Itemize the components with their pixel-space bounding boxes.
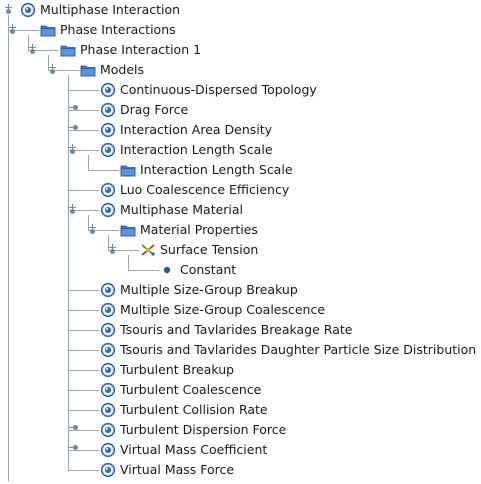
folder-icon bbox=[120, 162, 136, 178]
expand-toggle-icon[interactable] bbox=[109, 244, 116, 254]
tree-node-label: Continuous-Dispersed Topology bbox=[120, 82, 317, 97]
tree-node-label: Turbulent Coalescence bbox=[120, 382, 262, 397]
node-icon bbox=[100, 342, 116, 358]
dot-icon bbox=[160, 262, 176, 278]
tree-node-label: Phase Interaction 1 bbox=[80, 42, 202, 57]
tree-node-label: Virtual Mass Coefficient bbox=[120, 442, 268, 457]
expand-toggle-icon[interactable] bbox=[89, 224, 96, 234]
tree-node-label: Multiphase Material bbox=[120, 202, 244, 217]
folder-icon bbox=[40, 22, 56, 38]
node-icon bbox=[100, 402, 116, 418]
tree-connector bbox=[108, 235, 109, 251]
node-icon bbox=[100, 282, 116, 298]
tree-node-label: Interaction Length Scale bbox=[140, 162, 293, 177]
expand-toggle-icon[interactable] bbox=[9, 24, 16, 34]
tree-connector bbox=[68, 210, 99, 211]
node-icon bbox=[100, 442, 116, 458]
folder-icon bbox=[60, 42, 76, 58]
tree-connector bbox=[68, 310, 99, 311]
node-icon bbox=[100, 302, 116, 318]
tree-connector bbox=[48, 55, 49, 71]
collapsed-toggle-icon[interactable] bbox=[69, 104, 78, 111]
tree-connector bbox=[28, 35, 29, 51]
node-icon bbox=[100, 382, 116, 398]
folder-icon bbox=[120, 222, 136, 238]
tree-node-label: Multiple Size-Group Breakup bbox=[120, 282, 298, 297]
tree-node-label: Luo Coalescence Efficiency bbox=[120, 182, 290, 197]
tree-connector bbox=[88, 230, 119, 231]
tree-connector bbox=[68, 350, 99, 351]
tree-node-label: Turbulent Breakup bbox=[120, 362, 235, 377]
collapsed-toggle-icon[interactable] bbox=[69, 424, 78, 431]
expand-toggle-icon[interactable] bbox=[69, 144, 76, 154]
tree-node-label: Multiphase Interaction bbox=[40, 2, 181, 17]
tree-connector bbox=[128, 255, 129, 271]
tree-node-label: Material Properties bbox=[140, 222, 258, 237]
node-icon bbox=[100, 182, 116, 198]
expand-toggle-icon[interactable] bbox=[29, 44, 36, 54]
tree-connector bbox=[68, 190, 99, 191]
tree-connector bbox=[68, 450, 99, 451]
tree-connector bbox=[68, 470, 99, 471]
tree-node-label: Interaction Length Scale bbox=[120, 142, 273, 157]
expand-toggle-icon[interactable] bbox=[69, 204, 76, 214]
node-icon bbox=[100, 202, 116, 218]
tree-node-label: Surface Tension bbox=[160, 242, 259, 257]
tree-connector bbox=[88, 170, 119, 171]
tree-connector bbox=[88, 155, 89, 171]
expand-toggle-icon[interactable] bbox=[5, 4, 12, 14]
tree-node-label: Turbulent Collision Rate bbox=[120, 402, 268, 417]
tree-node-label: Interaction Area Density bbox=[120, 122, 273, 137]
tree-node-label: Turbulent Dispersion Force bbox=[120, 422, 287, 437]
collapsed-toggle-icon[interactable] bbox=[69, 124, 78, 131]
tree-node-label: Virtual Mass Force bbox=[120, 462, 235, 477]
tree-node-label: Constant bbox=[180, 262, 237, 277]
tree-node-label: Multiple Size-Group Coalescence bbox=[120, 302, 326, 317]
node-icon bbox=[100, 322, 116, 338]
tree-connector bbox=[8, 15, 9, 481]
node-icon bbox=[20, 2, 36, 18]
node-icon bbox=[100, 102, 116, 118]
tree-connector bbox=[68, 130, 99, 131]
tree-connector bbox=[68, 370, 99, 371]
node-icon bbox=[100, 122, 116, 138]
tree-connector bbox=[68, 150, 99, 151]
tree-node-label: Tsouris and Tavlarides Breakage Rate bbox=[120, 322, 353, 337]
tree-connector bbox=[28, 50, 59, 51]
tree-connector bbox=[68, 290, 99, 291]
node-icon bbox=[100, 142, 116, 158]
tree-connector bbox=[128, 270, 159, 271]
tree-connector bbox=[68, 330, 99, 331]
tree-connector bbox=[68, 90, 99, 91]
tree-node-label: Models bbox=[100, 62, 145, 77]
collapsed-toggle-icon[interactable] bbox=[69, 444, 78, 451]
node-icon bbox=[100, 362, 116, 378]
tree-connector bbox=[68, 110, 99, 111]
tree-connector bbox=[68, 390, 99, 391]
tree-connector bbox=[68, 430, 99, 431]
expand-toggle-icon[interactable] bbox=[49, 64, 56, 74]
tree-connector bbox=[68, 410, 99, 411]
tree-connector bbox=[48, 70, 79, 71]
node-icon bbox=[100, 82, 116, 98]
node-icon bbox=[100, 462, 116, 478]
tree-connector bbox=[8, 30, 39, 31]
node-icon bbox=[100, 422, 116, 438]
tree-node-label: Tsouris and Tavlarides Daughter Particle… bbox=[120, 342, 477, 357]
folder-icon bbox=[80, 62, 96, 78]
tree-node-label: Drag Force bbox=[120, 102, 189, 117]
tree-connector bbox=[88, 215, 89, 231]
tree-connector bbox=[108, 250, 139, 251]
property-icon bbox=[140, 242, 156, 258]
tree-connector bbox=[68, 75, 69, 471]
tree-node-label: Phase Interactions bbox=[60, 22, 176, 37]
